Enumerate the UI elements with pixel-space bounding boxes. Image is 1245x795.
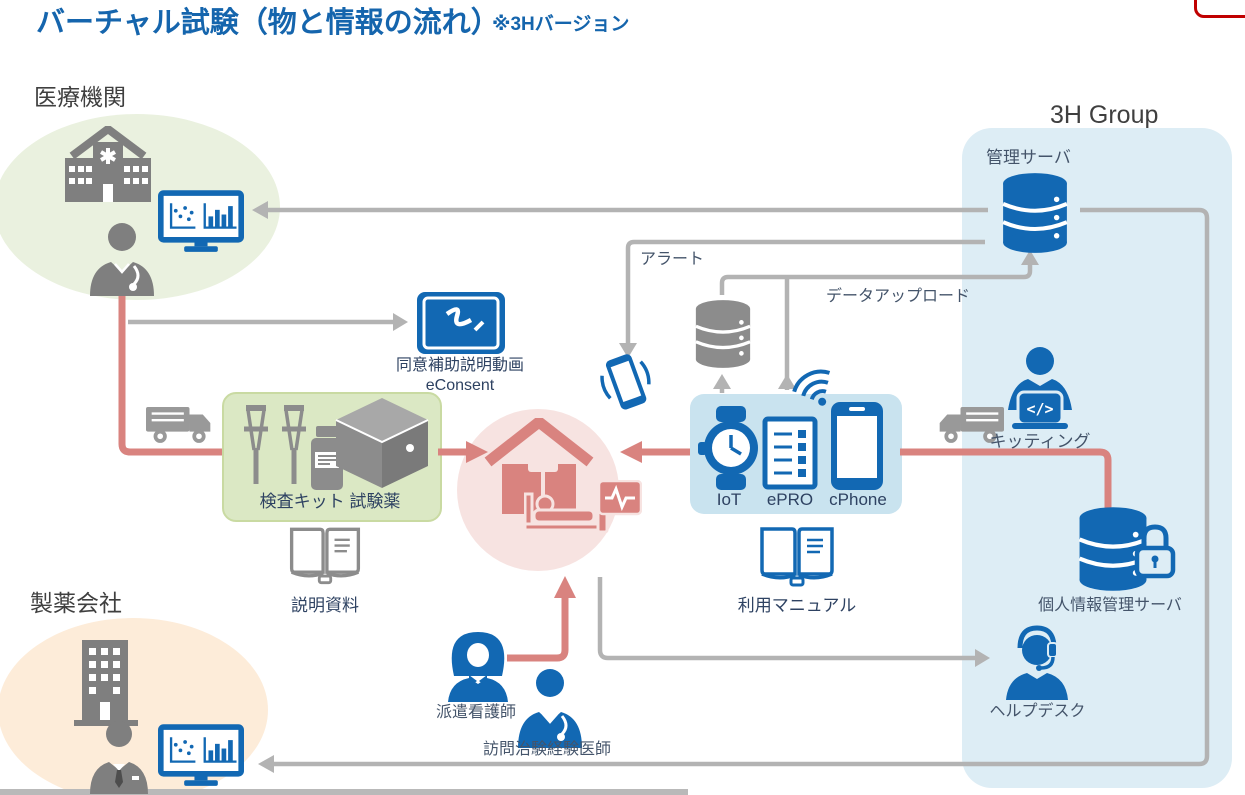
line-data-upload xyxy=(719,260,1033,295)
epro-label: ePRO xyxy=(766,490,814,509)
wifi-icon xyxy=(792,369,831,406)
page-title: バーチャル試験（物と情報の流れ） xyxy=(36,7,500,39)
buffer-database-icon xyxy=(692,294,754,374)
pharma-person-icon xyxy=(90,721,148,794)
red-arrowhead-nurse-to-home xyxy=(554,576,576,598)
arrowhead-to-pharma-monitor xyxy=(258,755,274,773)
shipping-box-icon xyxy=(335,398,429,488)
econsent-label-line2: eConsent xyxy=(425,377,495,394)
mgmt-server-database-icon xyxy=(994,172,1076,254)
arrowhead-to-medical-monitor xyxy=(252,201,268,219)
hospital-icon xyxy=(65,126,151,202)
ecg-monitor-icon xyxy=(598,480,642,516)
line-server-to-pharma-monitor xyxy=(272,207,1210,767)
kit-label: 検査キット 試験薬 xyxy=(259,492,401,511)
visiting-doctor-icon xyxy=(518,669,582,748)
econsent-tablet-icon xyxy=(417,292,505,354)
line-alert-to-phone xyxy=(625,239,985,346)
pharma-monitor-chart-icon xyxy=(158,724,244,788)
clipped-red-callout-box xyxy=(1194,0,1245,18)
page-title-note: ※3Hバージョン xyxy=(492,14,630,35)
cphone-label: cPhone xyxy=(829,490,887,509)
medical-monitor-chart-icon xyxy=(158,190,244,254)
iot-watch-icon xyxy=(698,406,758,490)
pharma-building-icon xyxy=(74,640,138,726)
bottom-edge-bar xyxy=(0,789,688,795)
upload-flow-label: データアップロード xyxy=(826,288,971,305)
alert-phone-icon xyxy=(600,354,651,410)
docs-book-icon xyxy=(284,524,366,588)
line-home-to-helpdesk xyxy=(597,577,976,661)
arrowhead-to-phone xyxy=(619,343,637,358)
helpdesk-label: ヘルプデスク xyxy=(989,703,1086,720)
arrowhead-to-buffer-db xyxy=(713,374,731,389)
manual-book-icon xyxy=(754,524,840,590)
kitting-label: キッティング xyxy=(989,432,1091,451)
manual-label: 利用マニュアル xyxy=(737,596,857,615)
medicine-bottle-icon xyxy=(311,426,343,490)
red-line-nurse-to-home xyxy=(507,596,569,662)
code-glyph: </> xyxy=(1026,400,1053,418)
site-doctor-icon xyxy=(90,223,154,296)
arrowhead-to-helpdesk xyxy=(975,649,990,667)
lock-icon xyxy=(1134,524,1176,579)
iot-label: IoT xyxy=(716,490,742,509)
patient-bed-icon xyxy=(524,492,609,534)
econsent-label-line1: 同意補助説明動画 xyxy=(395,357,524,374)
alert-flow-label: アラート xyxy=(640,251,705,268)
medical-zone-label: 医療機関 xyxy=(34,84,126,110)
delivery-truck-left-icon xyxy=(146,400,216,448)
three-h-group-label: 3H Group xyxy=(1050,101,1159,129)
pii-server-label: 個人情報管理サーバ xyxy=(1038,597,1182,614)
kitting-person-icon: </> xyxy=(1008,347,1072,429)
arrowhead-to-econsent xyxy=(393,313,408,331)
nurse-icon xyxy=(448,632,508,702)
helpdesk-person-icon xyxy=(1006,625,1068,700)
arrowhead-to-mgmt-server xyxy=(1021,250,1039,265)
red-arrowhead-kit-to-home xyxy=(466,441,488,463)
mgmt-server-label: 管理サーバ xyxy=(986,148,1071,167)
arrowhead-epro-up xyxy=(778,374,796,389)
epro-checklist-icon xyxy=(762,416,818,490)
nurse-label: 派遣看護師 xyxy=(435,704,516,721)
red-arrowhead-devices-to-home xyxy=(620,441,642,463)
visiting-doctor-label: 訪問治験経験医師 xyxy=(482,741,611,758)
cphone-icon xyxy=(831,402,883,490)
red-line-pii-to-devices xyxy=(900,448,1112,512)
docs-label: 説明資料 xyxy=(291,596,359,615)
pharma-zone-label: 製薬会社 xyxy=(30,590,122,616)
red-line-medical-to-kit xyxy=(118,296,222,456)
crutches-icon xyxy=(244,405,306,484)
